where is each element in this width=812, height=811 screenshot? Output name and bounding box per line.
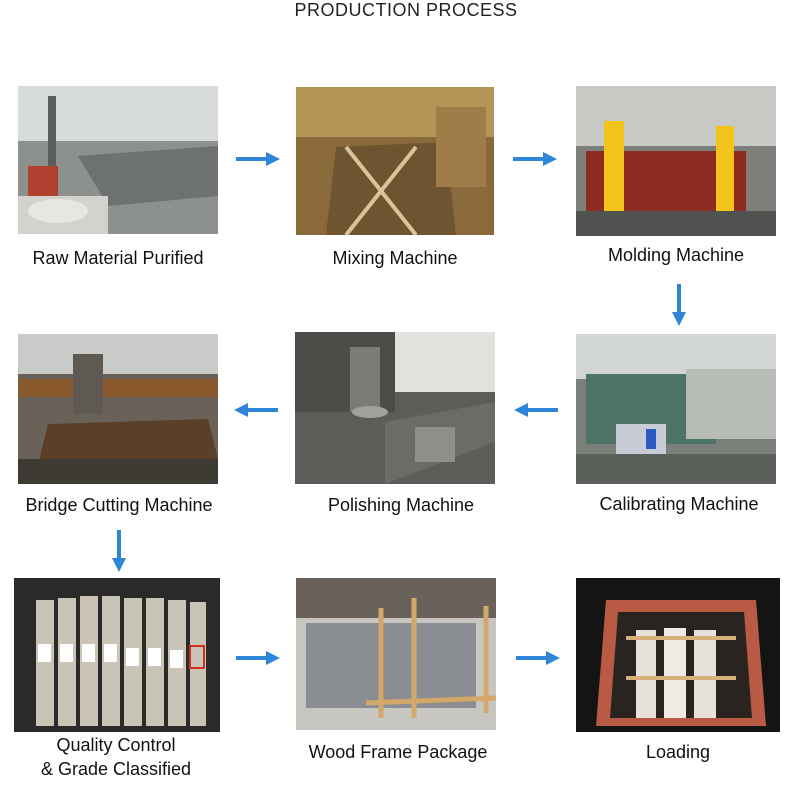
arrow-down-icon — [112, 530, 126, 572]
step-label-loading: Loading — [645, 742, 711, 762]
step-label-raw-material: Raw Material Purified — [32, 248, 204, 268]
raw-material-photo — [18, 86, 218, 234]
arrow-right-icon — [236, 152, 280, 166]
step-label-quality-control: Quality Control & Grade Classified — [8, 733, 224, 781]
loading-photo — [576, 578, 780, 732]
step-label-quality-control-line2: & Grade Classified — [40, 759, 192, 779]
step-label-polishing-machine: Polishing Machine — [327, 495, 475, 515]
step-label-bridge-cutting-machine: Bridge Cutting Machine — [25, 495, 213, 515]
page-title: PRODUCTION PROCESS — [294, 0, 518, 20]
step-label-mixing-machine: Mixing Machine — [332, 248, 458, 268]
arrow-left-icon — [514, 403, 558, 417]
arrow-left-icon — [234, 403, 278, 417]
step-label-calibrating-machine: Calibrating Machine — [599, 494, 759, 514]
arrow-down-icon — [672, 284, 686, 326]
wood-frame-package-photo — [296, 578, 496, 730]
calibrating-machine-photo — [576, 334, 776, 484]
arrow-right-icon — [513, 152, 557, 166]
molding-machine-photo — [576, 86, 776, 236]
bridge-cutting-machine-photo — [18, 334, 218, 484]
arrow-right-icon — [236, 651, 280, 665]
step-label-molding-machine: Molding Machine — [607, 245, 745, 265]
mixing-machine-photo — [296, 87, 494, 235]
step-label-quality-control-line1: Quality Control — [56, 735, 176, 755]
polishing-machine-photo — [295, 332, 495, 484]
arrow-right-icon — [516, 651, 560, 665]
step-label-wood-frame-package: Wood Frame Package — [308, 742, 488, 762]
quality-control-photo — [14, 578, 220, 732]
